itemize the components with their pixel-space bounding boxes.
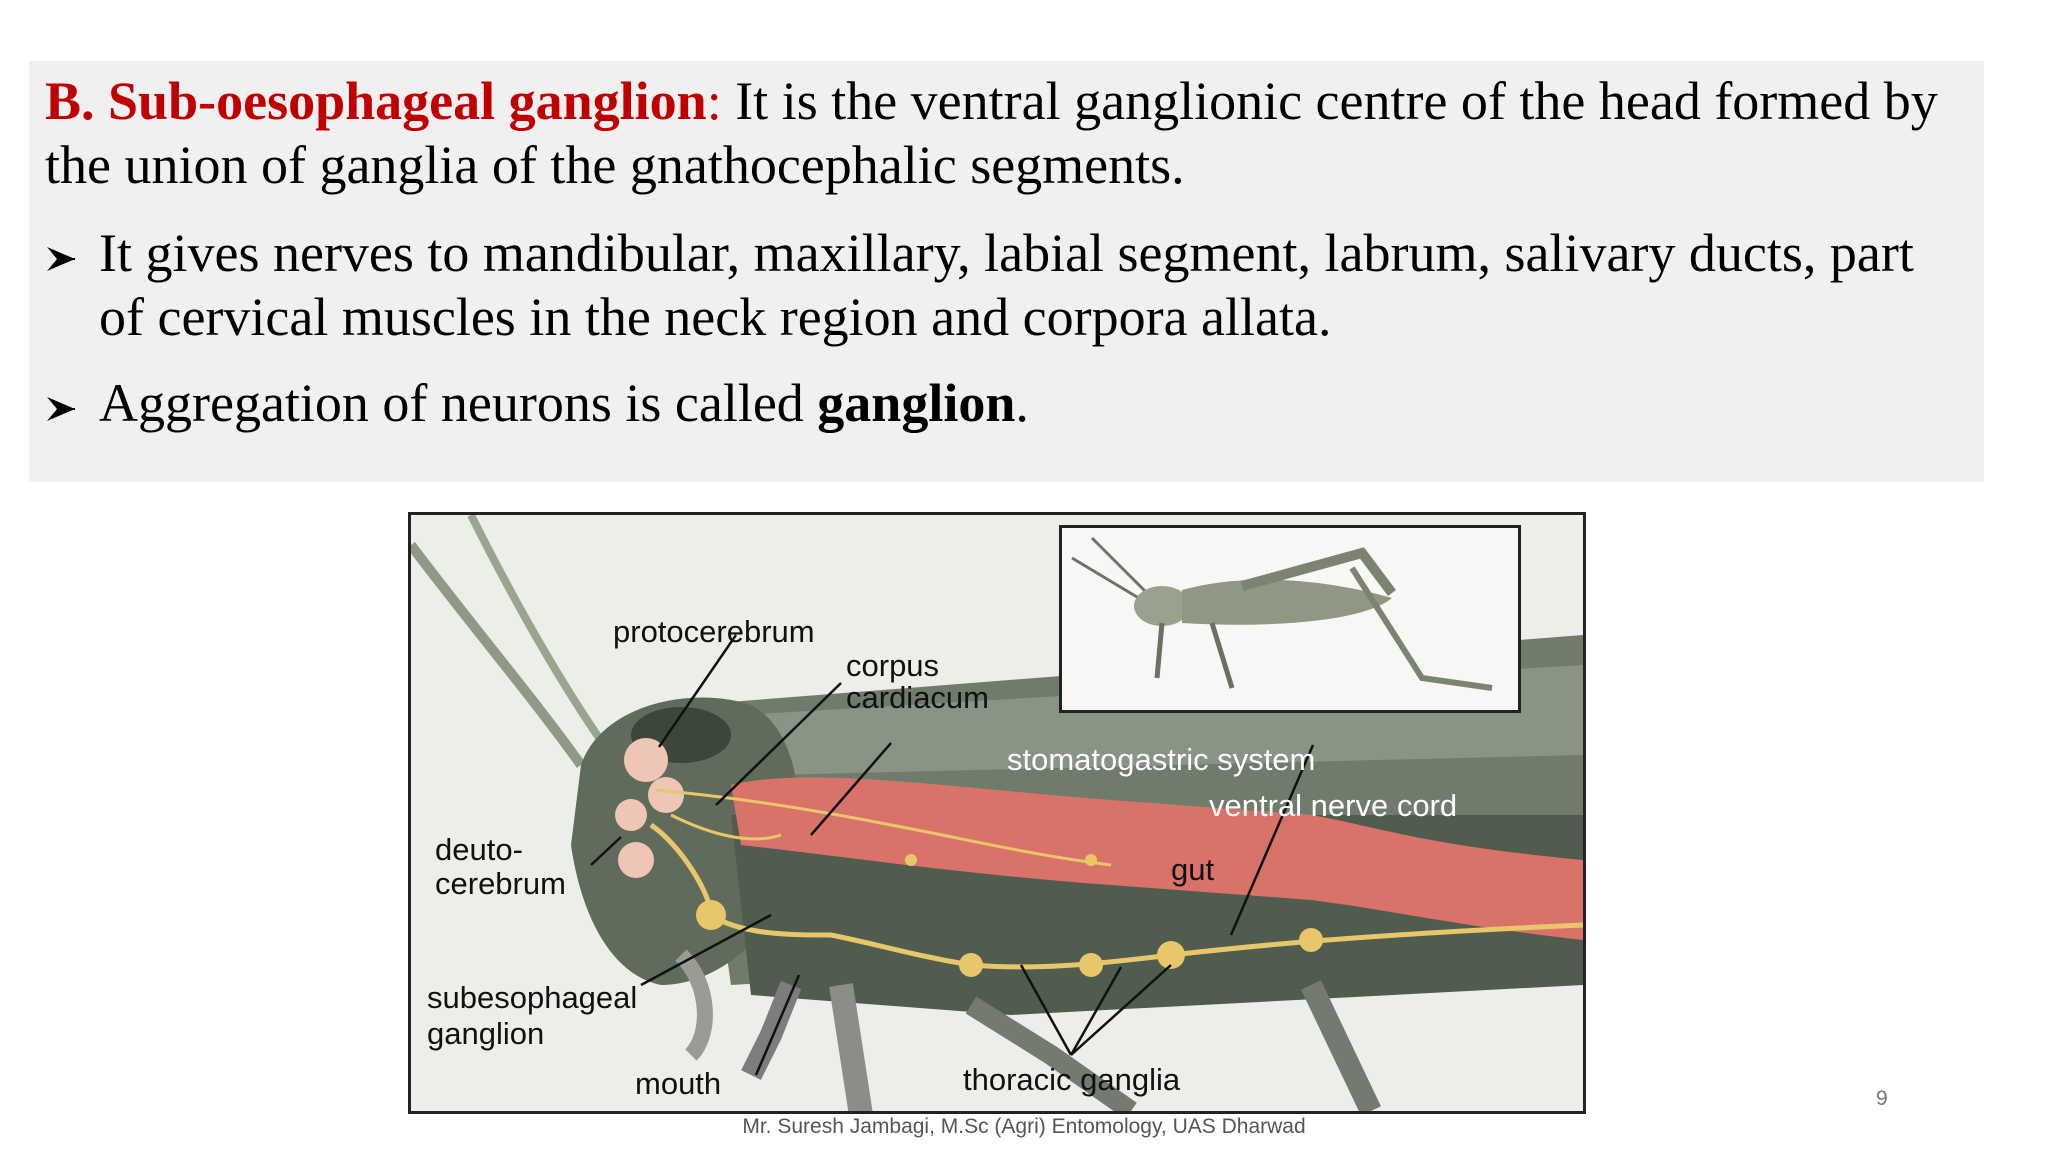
- bullet-item: Aggregation of neurons is called ganglio…: [45, 371, 1965, 435]
- label-deuto: deuto-: [435, 832, 523, 867]
- intro-text: It is the ventral ganglionic centre of t…: [45, 71, 1938, 195]
- intro-paragraph: B. Sub-oesophageal ganglion: It is the v…: [45, 69, 1965, 197]
- label-cardiacum: cardiacum: [846, 680, 989, 715]
- label-thoracic-ganglia: thoracic ganglia: [963, 1062, 1181, 1097]
- bullet-text-bold: ganglion: [817, 373, 1016, 433]
- grasshopper-icon: [1071, 536, 1493, 691]
- arrow-bullet-icon: [45, 221, 85, 285]
- label-gut: gut: [1171, 852, 1215, 887]
- bullet-text-post: .: [1015, 373, 1029, 433]
- label-stomatogastric-system: stomatogastric system: [1007, 742, 1316, 777]
- bullet-text: Aggregation of neurons is called ganglio…: [85, 371, 1965, 435]
- arrow-bullet-icon: [45, 371, 85, 435]
- footer-credit: Mr. Suresh Jambagi, M.Sc (Agri) Entomolo…: [742, 1115, 1306, 1138]
- protocerebrum-shape: [624, 738, 668, 782]
- bullet-text-pre: Aggregation of neurons is called: [99, 373, 818, 433]
- gut-shape: [731, 777, 1583, 940]
- bullet-item: It gives nerves to mandibular, maxillary…: [45, 221, 1965, 349]
- label-cerebrum: cerebrum: [435, 866, 566, 901]
- label-corpus: corpus: [846, 648, 940, 683]
- thoracic-ganglion-shape: [959, 953, 983, 977]
- deutocerebrum-shape: [618, 842, 654, 878]
- label-ventral-nerve-cord: ventral nerve cord: [1209, 788, 1458, 823]
- label-subesophageal: subesophageal: [427, 980, 638, 1015]
- label-protocerebrum: protocerebrum: [613, 614, 815, 649]
- text-panel: B. Sub-oesophageal ganglion: It is the v…: [29, 61, 1984, 482]
- label-mouth: mouth: [635, 1066, 722, 1101]
- grasshopper-inset: [1059, 525, 1521, 713]
- grasshopper-nervous-system-diagram: protocerebrum corpus cardiacum stomatoga…: [408, 512, 1586, 1114]
- bullet-text: It gives nerves to mandibular, maxillary…: [99, 223, 1914, 347]
- page-number: 9: [1876, 1087, 1888, 1110]
- heading-colon: :: [706, 71, 722, 131]
- label-ganglion: ganglion: [427, 1016, 545, 1051]
- section-heading: B. Sub-oesophageal ganglion: [45, 71, 707, 131]
